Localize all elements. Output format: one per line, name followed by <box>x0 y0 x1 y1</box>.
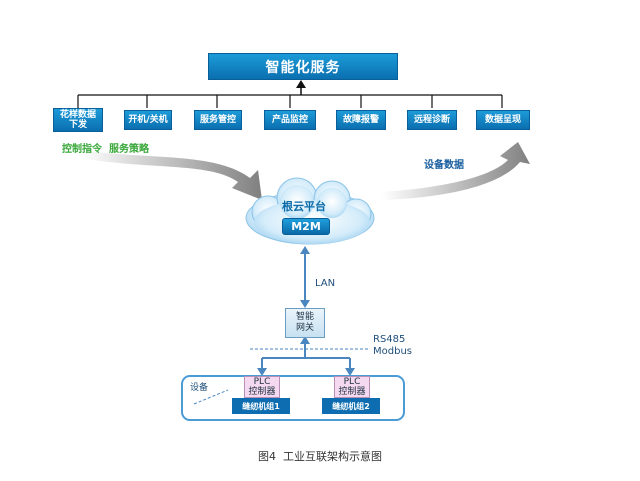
sewing-unit-2: 缝纫机组2 <box>322 398 380 414</box>
plc2-line-2: 控制器 <box>338 387 366 397</box>
plc-controller-1: PLC 控制器 <box>244 376 280 398</box>
plc1-arrow-icon <box>257 368 267 376</box>
modbus-label: Modbus <box>373 346 412 357</box>
plc1-line-2: 控制器 <box>248 387 276 397</box>
gateway-line-2: 网关 <box>295 323 314 333</box>
up-arrow-head-icon <box>296 80 306 88</box>
plc-controller-2: PLC 控制器 <box>334 376 370 398</box>
plc2-line-1: PLC <box>343 377 361 387</box>
plc1-line-1: PLC <box>253 377 271 387</box>
service-fault-alarm: 故障报警 <box>336 110 386 130</box>
service-remote-diagnosis: 远程诊断 <box>407 110 457 130</box>
up-curved-arrow-icon <box>382 142 530 200</box>
lan-up-arrow-icon <box>300 246 310 254</box>
equipment-container <box>181 375 405 421</box>
root-cloud-platform-label: 根云平台 <box>282 200 326 213</box>
gateway-line-1: 智能 <box>295 312 314 322</box>
plc2-arrow-icon <box>345 368 355 376</box>
equipment-label: 设备 <box>190 383 209 393</box>
down-curved-arrow-icon <box>80 150 262 200</box>
figure-caption: 图4 工业互联架构示意图 <box>258 450 382 463</box>
service-data-presentation: 数据呈现 <box>476 110 530 130</box>
sewing-unit-1: 缝纫机组1 <box>232 398 290 414</box>
equipment-dashed-line <box>193 389 229 405</box>
smart-gateway-box: 智能 网关 <box>285 308 325 338</box>
lan-down-arrow-icon <box>300 300 310 308</box>
lan-label: LAN <box>315 278 336 289</box>
rs485-label: RS485 <box>373 334 406 345</box>
gateway-up-arrow-icon <box>300 336 310 344</box>
service-pattern-data-delivery: 花样数据 下发 <box>53 108 103 132</box>
service-service-control: 服务管控 <box>194 110 242 130</box>
smart-service-title: 智能化服务 <box>208 53 398 80</box>
service-product-monitoring: 产品监控 <box>264 110 316 130</box>
device-data-note: 设备数据 <box>424 160 464 171</box>
service-power-on-off: 开机/关机 <box>124 110 172 130</box>
control-strategy-note: 控制指令 服务策略 <box>62 144 149 155</box>
m2m-box: M2M <box>282 218 330 235</box>
